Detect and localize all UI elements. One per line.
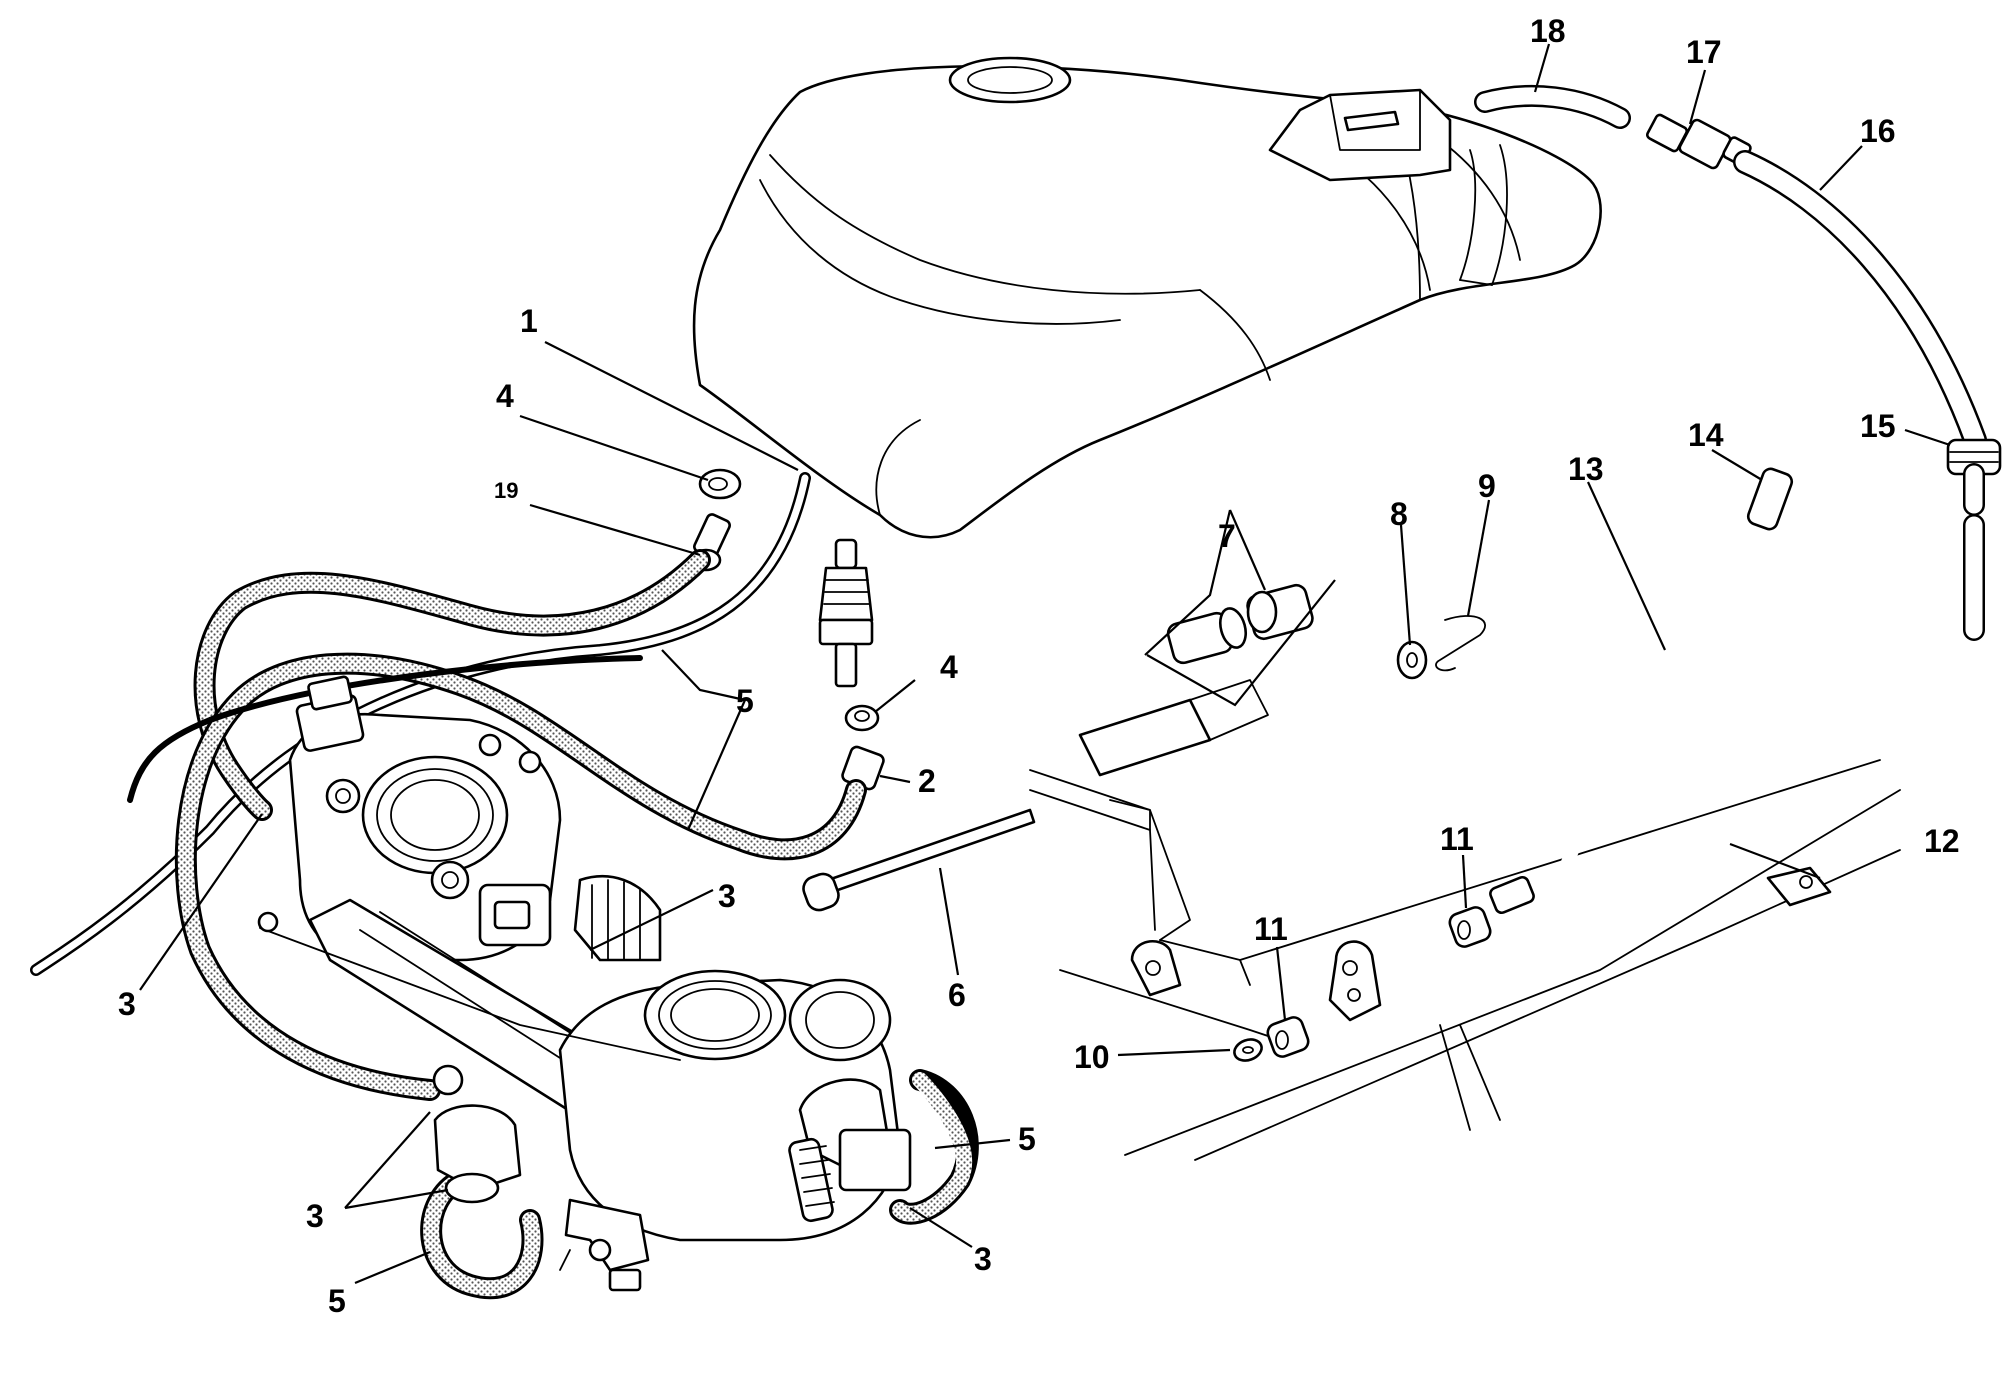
cap-14 [1746, 467, 1794, 531]
callout-5-upper: 5 [736, 683, 754, 719]
valve-fitting [818, 538, 874, 688]
callout-16: 16 [1860, 113, 1896, 149]
callout-8: 8 [1390, 496, 1408, 532]
callout-15: 15 [1860, 408, 1896, 444]
callout-2: 2 [918, 763, 936, 799]
callout-10: 10 [1074, 1039, 1110, 1075]
callout-3-lower-left: 3 [306, 1198, 324, 1234]
washer-10 [1233, 1038, 1263, 1062]
callout-labels: 1 4 19 4 2 5 3 3 3 5 5 3 6 7 8 9 10 11 1… [118, 13, 1960, 1319]
bushings [1166, 583, 1314, 665]
clamp-4-upper [698, 468, 742, 500]
callout-1: 1 [520, 303, 538, 339]
callout-5-lower-left: 5 [328, 1283, 346, 1319]
vent-hose-top [1474, 84, 1631, 129]
callout-3-center: 3 [718, 878, 736, 914]
throttle-body-assembly [257, 675, 912, 1292]
fuel-hoses [30, 472, 979, 1300]
callout-3-right: 3 [974, 1241, 992, 1277]
callout-11-lower: 11 [1254, 911, 1288, 947]
washer-8 [1396, 640, 1428, 680]
callout-5-right: 5 [1018, 1121, 1036, 1157]
callout-3-left: 3 [118, 986, 136, 1022]
callout-12: 12 [1924, 823, 1960, 859]
clip-9 [1435, 615, 1486, 672]
callout-13: 13 [1568, 451, 1604, 487]
callout-4-upper: 4 [496, 378, 514, 414]
frame [1029, 759, 1901, 1161]
callout-9: 9 [1478, 468, 1496, 504]
callout-4-lower: 4 [940, 649, 958, 685]
breather-hose [1733, 150, 2002, 641]
fuel-tank [692, 56, 1602, 539]
callout-18: 18 [1530, 13, 1566, 49]
callout-19: 19 [494, 478, 518, 503]
callout-17: 17 [1686, 34, 1722, 70]
callout-leaders [139, 43, 1951, 1285]
callout-14: 14 [1688, 417, 1724, 453]
callout-11-upper: 11 [1440, 821, 1474, 857]
pivot-pin [802, 679, 1269, 912]
clip-12 [1766, 866, 1832, 907]
callout-6: 6 [948, 977, 966, 1013]
callout-7: 7 [1218, 518, 1236, 554]
bushing-11 [1266, 906, 1492, 1058]
rod-13 [1489, 543, 1762, 915]
clamp-4-lower [844, 704, 880, 732]
